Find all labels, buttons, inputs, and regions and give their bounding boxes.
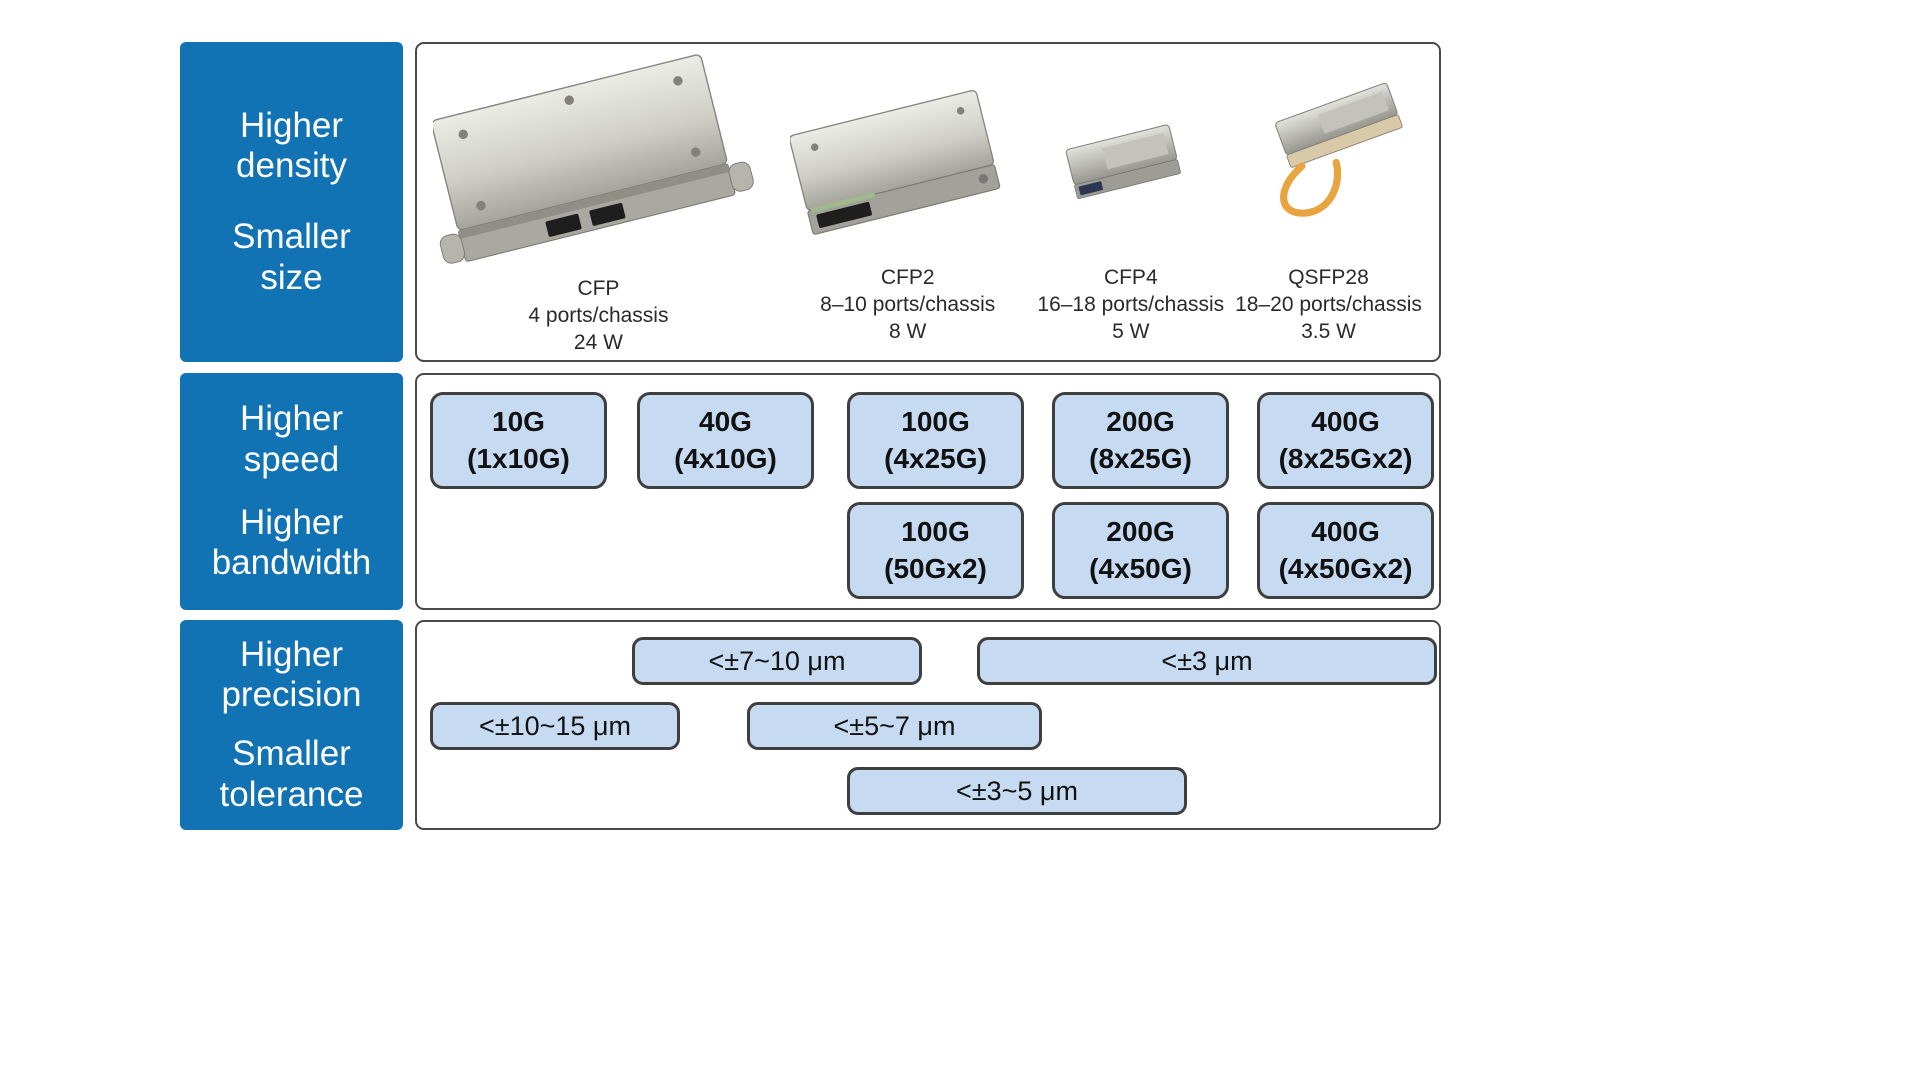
speed-box-10g: 10G (1x10G) [430,392,607,489]
label-line: Higher [239,502,344,542]
module-caption-cfp2: CFP2 8–10 ports/chassis 8 W [820,265,995,346]
label-line: speed [243,439,340,479]
speed-rate: 100G [901,516,970,548]
module-name: CFP [577,277,620,300]
label-line: Higher [239,399,344,439]
tolerance-value: <±7~10 μm [708,645,846,676]
label-line: Higher [239,634,344,674]
module-ports: 8–10 ports/chassis [820,293,996,317]
label-line: density [236,146,347,186]
speeds-panel: 10G (1x10G) 40G (4x10G) 100G (4x25G) 200… [415,373,1441,610]
module-name: CFP4 [1103,266,1158,290]
speed-rate: 10G [492,406,545,438]
tolerance-box-10-15um: <±10~15 μm [430,702,680,750]
module-caption-cfp: CFP 4 ports/chassis 24 W [528,276,668,357]
label-line: Smaller [232,217,351,256]
speed-lanes: (4x10G) [674,442,777,474]
tolerance-box-3um: <±3 μm [977,637,1437,685]
module-caption-cfp4: CFP4 16–18 ports/chassis 5 W [1037,265,1224,346]
label-line: Smaller [232,734,351,773]
tolerance-value: <±3~5 μm [956,775,1078,806]
label-line: size [260,257,323,297]
module-name: CFP2 [880,266,935,290]
module-ports: 18–20 ports/chassis [1235,293,1422,317]
label-precision-bottom: Smaller tolerance [220,734,364,815]
speed-lanes: (8x25G) [1089,442,1192,474]
module-power: 24 W [573,330,623,354]
speed-box-200g-4x50: 200G (4x50G) [1052,502,1229,599]
speed-lanes: (1x10G) [467,442,570,474]
label-line: tolerance [219,774,364,814]
speed-lanes: (4x50G) [1089,552,1192,584]
speed-lanes: (50Gx2) [884,552,987,584]
modules-row: CFP 4 ports/chassis 24 W [417,44,1439,360]
label-precision-top: Higher precision [221,635,361,716]
speed-rate: 200G [1106,406,1175,438]
modules-panel: CFP 4 ports/chassis 24 W [415,42,1441,362]
module-cfp2: CFP2 8–10 ports/chassis 8 W [776,50,1040,352]
speed-box-200g-8x25: 200G (8x25G) [1052,392,1229,489]
speed-box-400g-4x50x2: 400G (4x50Gx2) [1257,502,1434,599]
module-power: 5 W [1112,320,1150,344]
tolerance-box-7-10um: <±7~10 μm [632,637,922,685]
module-name: QSFP28 [1288,266,1369,290]
tolerance-value: <±3 μm [1161,645,1253,676]
speed-box-100g-4x25: 100G (4x25G) [847,392,1024,489]
module-ports: 4 ports/chassis [528,303,669,327]
label-higher-speed: Higher speed Higher bandwidth [180,373,403,610]
qsfp28-module-image [1222,50,1435,265]
module-caption-qsfp28: QSFP28 18–20 ports/chassis 3.5 W [1235,265,1422,346]
tolerance-box-5-7um: <±5~7 μm [747,702,1042,750]
module-cfp: CFP 4 ports/chassis 24 W [421,50,776,354]
speed-rate: 200G [1106,516,1175,548]
speed-rate: 40G [699,406,752,438]
speed-lanes: (4x25G) [884,442,987,474]
module-power: 8 W [889,320,927,344]
cfp-module-image [421,50,776,276]
speed-box-100g-50x2: 100G (50Gx2) [847,502,1024,599]
speed-rate: 400G [1311,516,1380,548]
speed-rate: 400G [1311,406,1380,438]
label-density-top: Higher density [236,106,347,187]
label-density-bottom: Smaller size [232,217,351,298]
label-higher-density: Higher density Smaller size [180,42,403,362]
cfp2-module-image [776,50,1040,265]
speed-lanes: (4x50Gx2) [1278,552,1413,584]
speed-box-40g: 40G (4x10G) [637,392,814,489]
label-speed-top: Higher speed [240,399,343,480]
module-power: 3.5 W [1301,320,1356,344]
speed-rate: 100G [901,406,970,438]
cfp4-module-image [1040,50,1223,265]
tolerances-panel: <±7~10 μm <±3 μm <±10~15 μm <±5~7 μm <±3… [415,620,1441,830]
speed-box-400g-8x25x2: 400G (8x25Gx2) [1257,392,1434,489]
label-speed-bottom: Higher bandwidth [212,503,372,584]
module-qsfp28: QSFP28 18–20 ports/chassis 3.5 W [1222,50,1435,352]
tolerance-value: <±10~15 μm [479,710,631,741]
module-ports: 16–18 ports/chassis [1037,293,1225,317]
label-line: Higher [239,105,344,145]
label-line: bandwidth [211,543,372,583]
label-higher-precision: Higher precision Smaller tolerance [180,620,403,830]
speed-lanes: (8x25Gx2) [1278,442,1413,474]
label-line: precision [221,675,362,715]
tolerance-value: <±5~7 μm [833,710,956,741]
module-cfp4: CFP4 16–18 ports/chassis 5 W [1037,50,1224,352]
tolerance-box-3-5um: <±3~5 μm [847,767,1187,815]
